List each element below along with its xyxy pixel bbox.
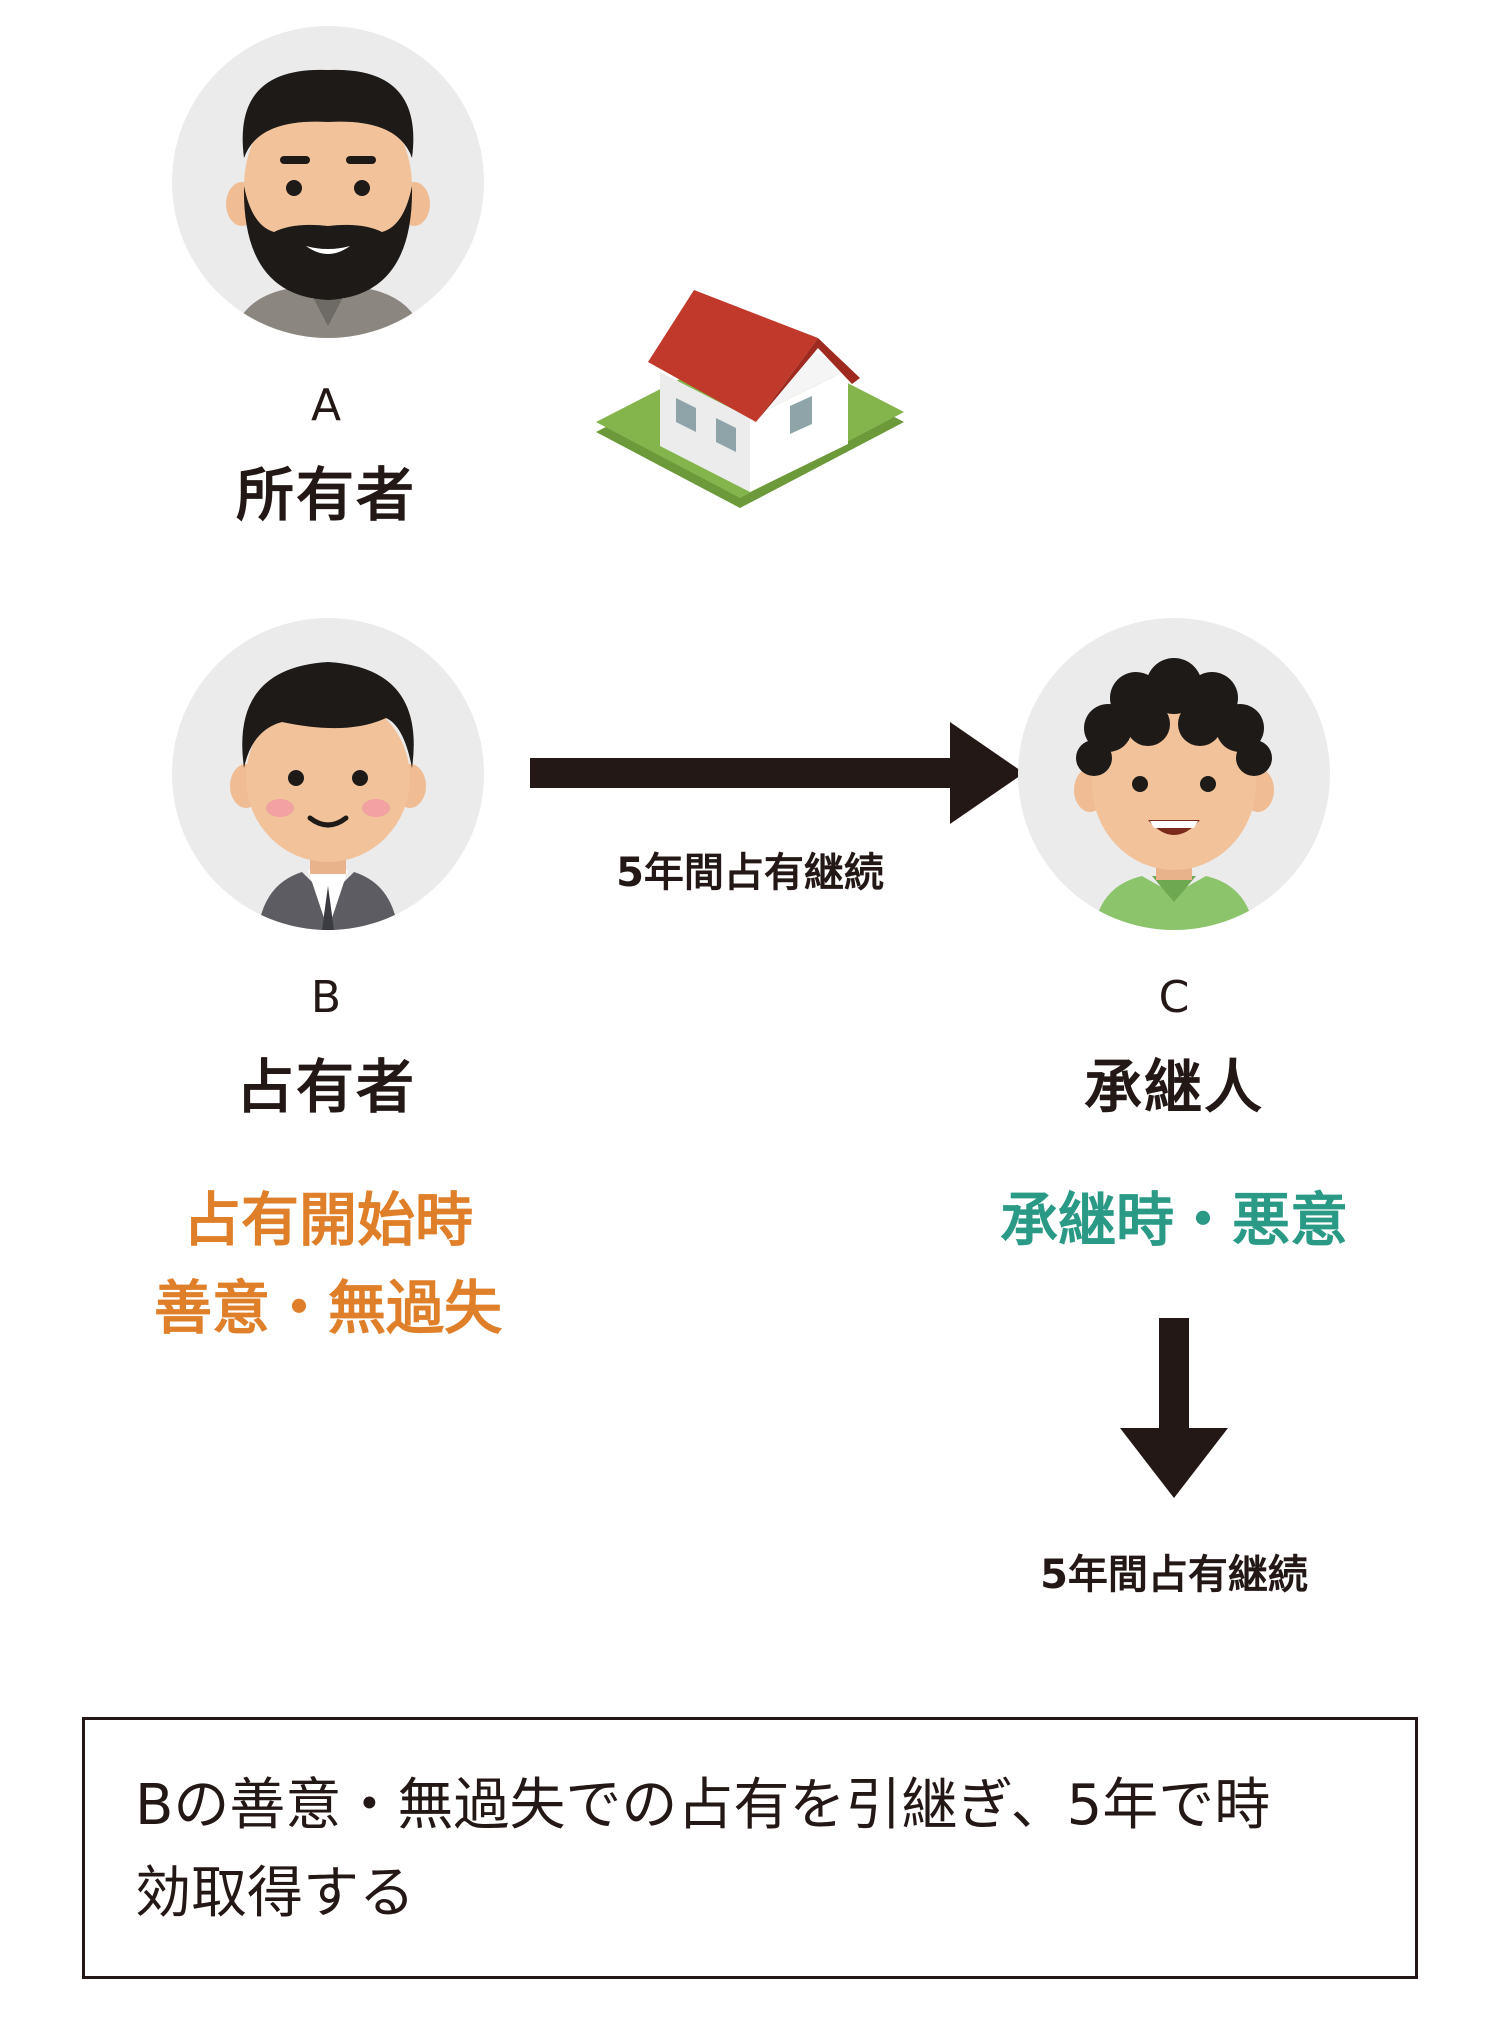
person-c-role: 承継人 xyxy=(1083,1053,1264,1121)
house-icon xyxy=(590,282,910,522)
person-b-role: 占有者 xyxy=(235,1053,416,1121)
conclusion-line2: 効取得する xyxy=(135,1861,415,1926)
down-arrow-icon xyxy=(1118,1318,1230,1502)
right-arrow-icon xyxy=(530,718,1024,828)
successor-condition: 承継時・悪意 xyxy=(999,1186,1348,1254)
vertical-arrow-label: 5年間占有継続 xyxy=(1040,1552,1308,1598)
successor-avatar-icon xyxy=(1018,618,1330,930)
person-a-letter: A xyxy=(310,380,342,431)
possessor-condition-line1: 占有開始時 xyxy=(182,1186,473,1254)
person-c-letter: C xyxy=(1158,972,1190,1023)
horizontal-arrow-label: 5年間占有継続 xyxy=(616,850,884,896)
person-a-role: 所有者 xyxy=(235,461,416,529)
person-b-letter: B xyxy=(310,972,342,1023)
possessor-condition: 占有開始時 善意・無過失 xyxy=(128,1176,528,1352)
conclusion-box: Bの善意・無過失での占有を引継ぎ、5年で時 効取得する xyxy=(82,1717,1418,1979)
possessor-condition-line2: 善意・無過失 xyxy=(153,1274,502,1342)
possessor-avatar-icon xyxy=(172,618,484,930)
conclusion-line1: Bの善意・無過失での占有を引継ぎ、5年で時 xyxy=(135,1773,1271,1838)
owner-avatar-icon xyxy=(172,26,484,338)
